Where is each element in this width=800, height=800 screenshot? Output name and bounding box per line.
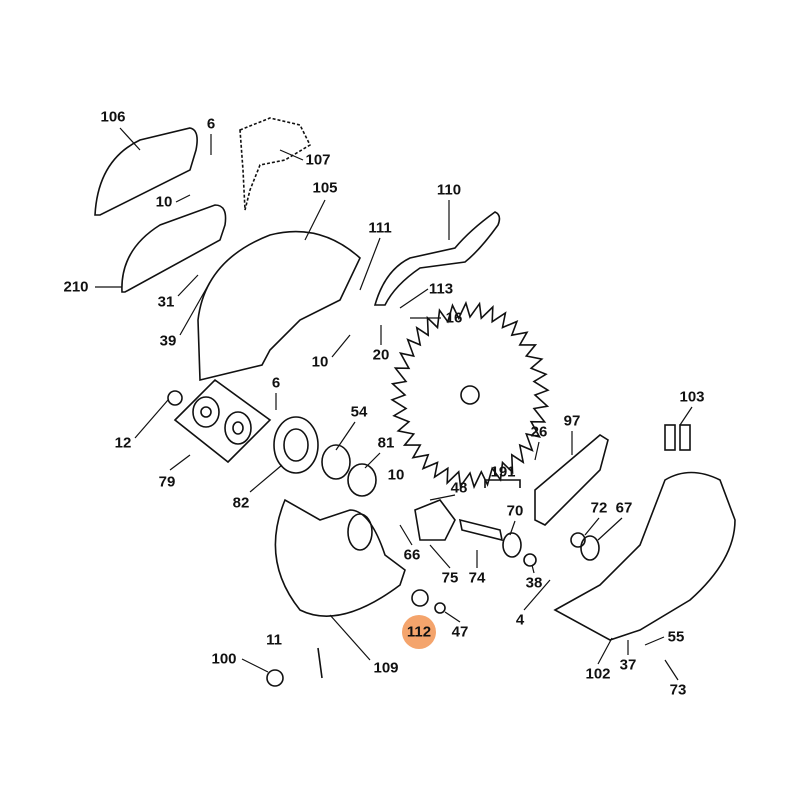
part-106-cover <box>94 127 198 216</box>
part-label-191[interactable]: 191 <box>490 463 516 481</box>
part-label-73[interactable]: 73 <box>669 681 687 699</box>
part-label-113[interactable]: 113 <box>428 280 454 298</box>
part-label-11[interactable]: 11 <box>266 631 282 649</box>
part-38 <box>523 553 537 567</box>
part-label-10[interactable]: 10 <box>155 193 173 211</box>
part-label-20[interactable]: 20 <box>372 346 390 364</box>
part-label-75[interactable]: 75 <box>441 569 459 587</box>
part-110-arm <box>373 211 501 306</box>
part-label-102[interactable]: 102 <box>585 665 611 683</box>
part-label-105[interactable]: 105 <box>312 179 338 197</box>
part-72 <box>570 532 586 548</box>
part-label-39[interactable]: 39 <box>159 332 177 350</box>
part-label-48[interactable]: 48 <box>450 479 468 497</box>
part-label-26[interactable]: 26 <box>530 423 548 441</box>
part-label-6[interactable]: 6 <box>206 115 216 133</box>
part-79-box <box>173 378 272 464</box>
part-label-109[interactable]: 109 <box>373 659 399 677</box>
part-label-106[interactable]: 106 <box>100 108 126 126</box>
part-label-31[interactable]: 31 <box>157 293 175 311</box>
part-103b <box>679 424 691 451</box>
part-label-103[interactable]: 103 <box>679 388 705 406</box>
part-label-67[interactable]: 67 <box>615 499 633 517</box>
bracket-191 <box>484 479 521 488</box>
part-label-82[interactable]: 82 <box>232 494 250 512</box>
part-12-bolt <box>167 390 183 406</box>
part-47 <box>434 602 446 614</box>
part-label-54[interactable]: 54 <box>350 403 368 421</box>
part-label-74[interactable]: 74 <box>468 569 486 587</box>
part-label-72[interactable]: 72 <box>590 499 608 517</box>
part-81-ring <box>347 463 377 497</box>
part-67 <box>580 535 600 561</box>
part-109-guard <box>274 498 406 617</box>
part-label-110[interactable]: 110 <box>436 181 462 199</box>
part-label-112[interactable]: 112 <box>406 623 432 641</box>
part-210-cover <box>121 204 227 293</box>
part-11-screw <box>317 647 323 679</box>
part-label-55[interactable]: 55 <box>667 628 685 646</box>
part-label-97[interactable]: 97 <box>563 412 581 430</box>
part-label-70[interactable]: 70 <box>506 502 524 520</box>
part-label-100[interactable]: 100 <box>211 650 237 668</box>
part-105-guard <box>197 230 361 382</box>
part-label-6[interactable]: 6 <box>271 374 281 392</box>
part-label-210[interactable]: 210 <box>63 278 89 296</box>
part-label-10[interactable]: 10 <box>387 466 405 484</box>
part-label-47[interactable]: 47 <box>451 623 469 641</box>
part-103a <box>664 424 676 451</box>
part-label-12[interactable]: 12 <box>114 434 132 452</box>
part-label-38[interactable]: 38 <box>525 574 543 592</box>
part-75-hub <box>414 499 456 541</box>
part-label-10[interactable]: 10 <box>311 353 329 371</box>
part-100 <box>266 669 284 687</box>
part-label-37[interactable]: 37 <box>619 656 637 674</box>
highlight-marker <box>402 615 436 649</box>
part-112 <box>411 589 429 607</box>
part-label-107[interactable]: 107 <box>305 151 331 169</box>
part-label-4[interactable]: 4 <box>515 611 525 629</box>
part-70-shaft <box>458 518 504 542</box>
part-label-79[interactable]: 79 <box>158 473 176 491</box>
part-label-16[interactable]: 16 <box>445 309 463 327</box>
blade-hole <box>460 385 480 405</box>
part-label-81[interactable]: 81 <box>377 434 395 452</box>
part-97-plate <box>534 434 609 526</box>
part-107-bracket <box>239 117 312 211</box>
saw-blade <box>390 300 550 490</box>
part-82-flange <box>273 416 319 474</box>
part-54-spring <box>321 444 351 480</box>
leader-lines <box>95 127 693 681</box>
part-label-111[interactable]: 111 <box>368 219 392 237</box>
part-102-base <box>553 471 736 641</box>
part-label-66[interactable]: 66 <box>403 546 421 564</box>
